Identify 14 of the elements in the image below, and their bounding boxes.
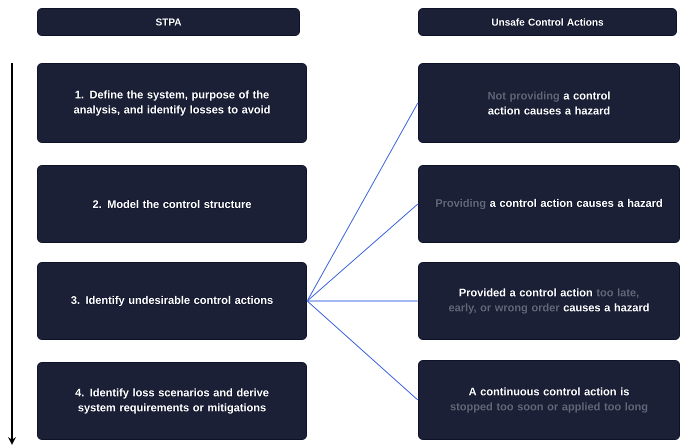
step-box: 3. Identify undesirable control actions (37, 262, 307, 340)
action-box: Not providing a control action causes a hazard (418, 63, 680, 143)
step-box: 1. Define the system, purpose of the analysis, and identify losses to avoid (37, 63, 307, 143)
connector-line (306, 204, 418, 302)
step-box: 4. Identify loss scenarios and derive system requirements or mitigations (37, 362, 307, 440)
action-box: A continuous control action is stopped too soon or applied too long (418, 360, 680, 440)
connector-line (306, 300, 418, 302)
action-box: Provided a control action too late, early, or wrong order causes a hazard (418, 262, 680, 340)
connector-line (306, 300, 418, 400)
header-box: Unsafe Control Actions (418, 8, 677, 36)
step-box: 2. Model the control structure (37, 165, 307, 243)
action-box: Providing a control action causes a hazard (418, 165, 680, 243)
connector-line (306, 102, 418, 302)
header-box: STPA (37, 8, 300, 36)
